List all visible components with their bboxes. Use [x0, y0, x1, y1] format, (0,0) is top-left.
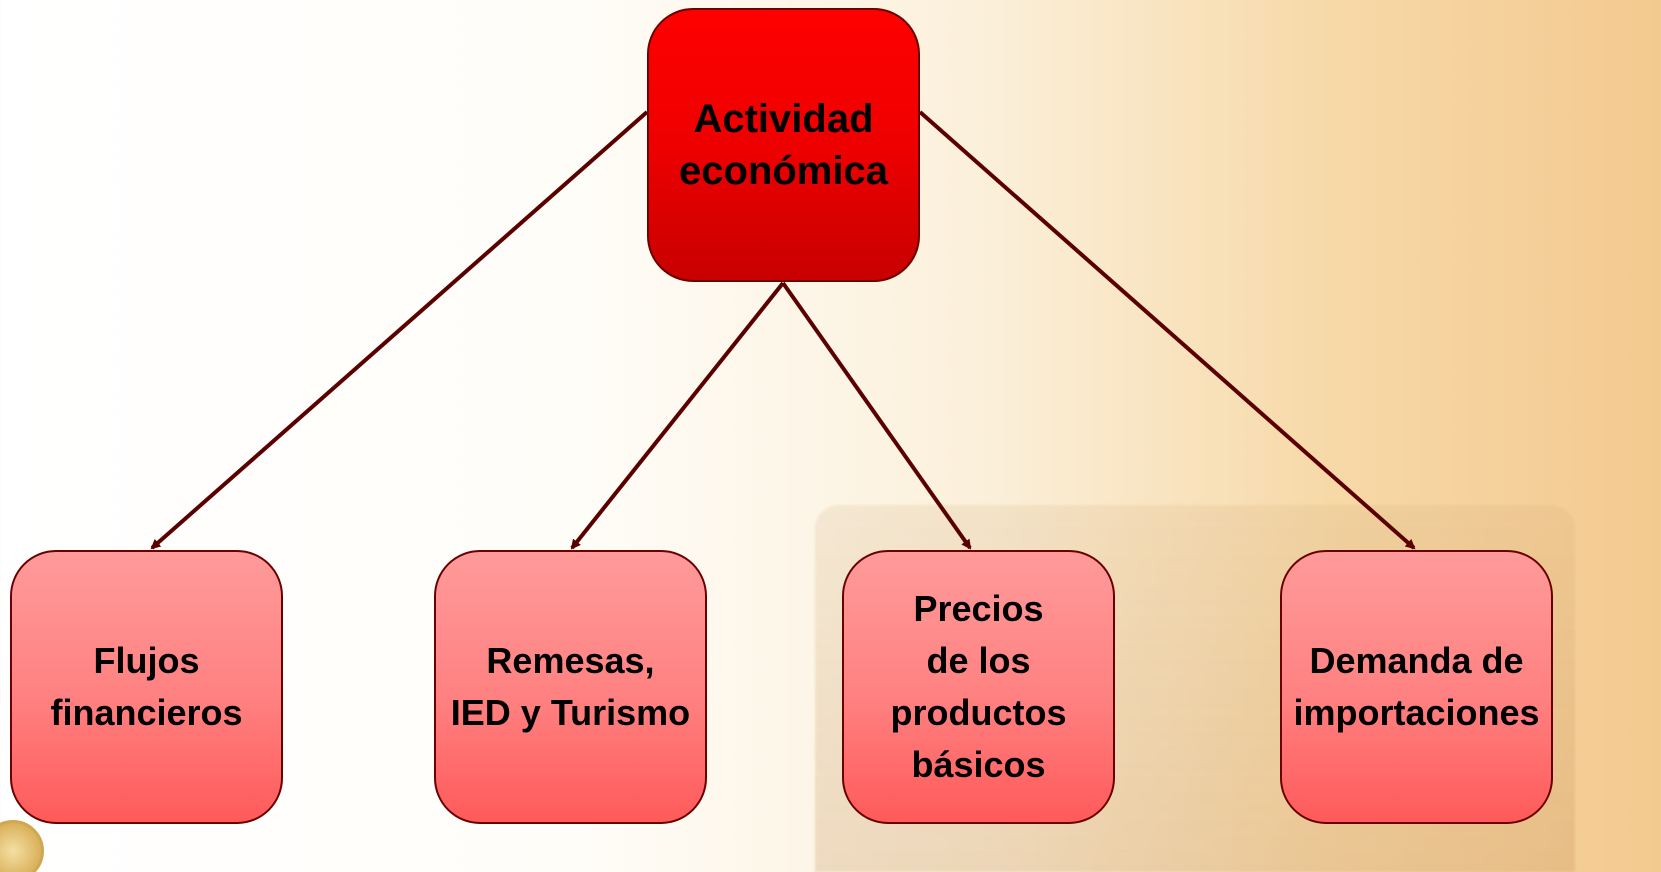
arrow-to-remesas — [570, 281, 785, 550]
arrow-to-demanda — [918, 110, 1416, 550]
child-node-flujos-financieros: Flujos financieros — [10, 550, 283, 824]
node-label-line: de los — [926, 639, 1031, 681]
node-label-line: básicos — [911, 744, 1046, 786]
node-label-line: productos — [890, 692, 1067, 733]
node-label-line: importaciones — [1293, 692, 1540, 733]
root-node-label-line-1: Actividad — [693, 97, 874, 141]
arrow-to-flujos — [150, 110, 649, 550]
child-node-demanda-importaciones: Demanda de importaciones — [1280, 550, 1553, 824]
node-label-line: Flujos — [93, 639, 200, 681]
node-label-line: Precios — [913, 587, 1044, 629]
node-label-line: Demanda de — [1309, 639, 1524, 681]
child-node-remesas-ied-turismo: Remesas, IED y Turismo — [434, 550, 707, 824]
root-node-actividad-economica: Actividad económica — [647, 8, 920, 282]
node-label-line: financieros — [50, 692, 243, 733]
node-label-line: Remesas, — [486, 639, 655, 681]
arrow-to-precios — [781, 281, 972, 550]
root-node-label-line-2: económica — [679, 149, 888, 193]
child-node-precios-productos-basicos: Precios de los productos básicos — [842, 550, 1115, 824]
node-label-line: IED y Turismo — [450, 692, 691, 733]
